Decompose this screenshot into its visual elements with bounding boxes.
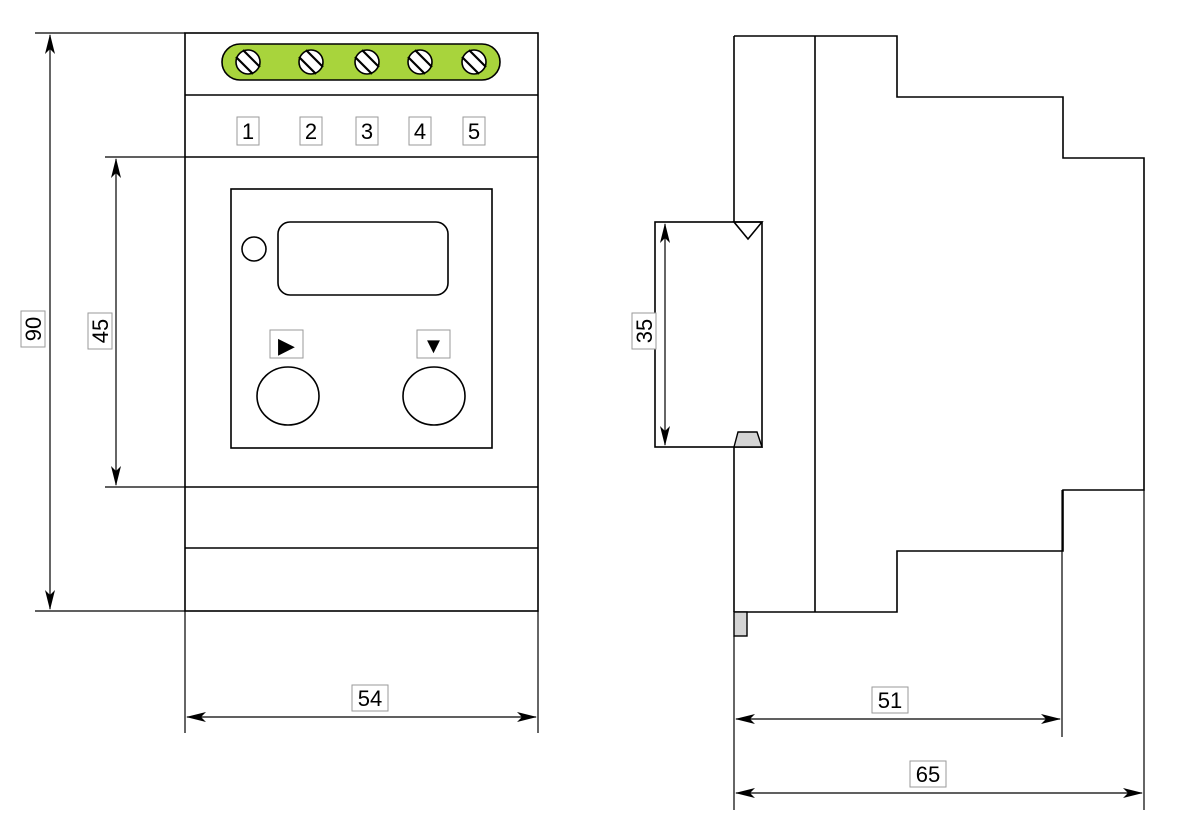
side-profile-outline bbox=[734, 35, 1145, 613]
front-housing-outline bbox=[184, 32, 539, 612]
terminal-screw-icon[interactable] bbox=[354, 49, 380, 75]
bottom-release-tab[interactable] bbox=[733, 611, 748, 637]
terminal-label-box bbox=[355, 116, 379, 146]
dim-label-35: 35 bbox=[632, 319, 657, 343]
side-view: 35 51 65 bbox=[631, 35, 1145, 810]
terminal-screw-icon[interactable] bbox=[407, 49, 433, 75]
terminal-screw-icon[interactable] bbox=[461, 49, 487, 75]
dim-label-90: 90 bbox=[21, 317, 46, 341]
triangle-down-icon[interactable] bbox=[402, 366, 466, 426]
dim-box-54 bbox=[351, 684, 389, 712]
control-panel bbox=[230, 188, 493, 449]
terminal-label-box bbox=[299, 116, 323, 146]
terminal-labels: 1 2 3 4 5 bbox=[236, 116, 486, 146]
dim-label-45: 45 bbox=[88, 319, 113, 343]
terminal-screws bbox=[235, 49, 487, 75]
clip-bottom-latch bbox=[733, 431, 763, 448]
terminal-number-label: 1 bbox=[242, 119, 254, 144]
button-symbol-right: ▶ bbox=[278, 333, 295, 358]
terminal-number-label: 3 bbox=[361, 119, 373, 144]
terminal-number-label: 2 bbox=[305, 119, 317, 144]
terminal-label-box bbox=[236, 116, 260, 146]
dim-box-45 bbox=[87, 312, 113, 350]
dim-box-35 bbox=[631, 312, 657, 350]
terminal-screw-icon[interactable] bbox=[235, 49, 261, 75]
dim-box-51 bbox=[871, 686, 909, 714]
button-label-box-2 bbox=[416, 329, 451, 359]
dim-label-54: 54 bbox=[358, 686, 382, 711]
terminal-number-label: 5 bbox=[468, 119, 480, 144]
button-symbol-down: ▼ bbox=[423, 333, 445, 358]
din-rail-clip bbox=[654, 221, 763, 448]
dim-box-65 bbox=[909, 760, 947, 788]
play-triangle-right-icon[interactable] bbox=[256, 366, 320, 426]
dim-label-51: 51 bbox=[878, 688, 902, 713]
terminal-label-box bbox=[462, 116, 486, 146]
dim-box-90 bbox=[20, 310, 46, 348]
clip-top-hook bbox=[732, 221, 764, 241]
button-label-box-1 bbox=[269, 329, 304, 359]
terminal-label-box bbox=[408, 116, 432, 146]
terminal-screw-icon[interactable] bbox=[298, 49, 324, 75]
display-window bbox=[277, 221, 449, 296]
terminal-number-label: 4 bbox=[414, 119, 426, 144]
dim-label-65: 65 bbox=[916, 762, 940, 787]
indicator-led bbox=[241, 236, 267, 262]
